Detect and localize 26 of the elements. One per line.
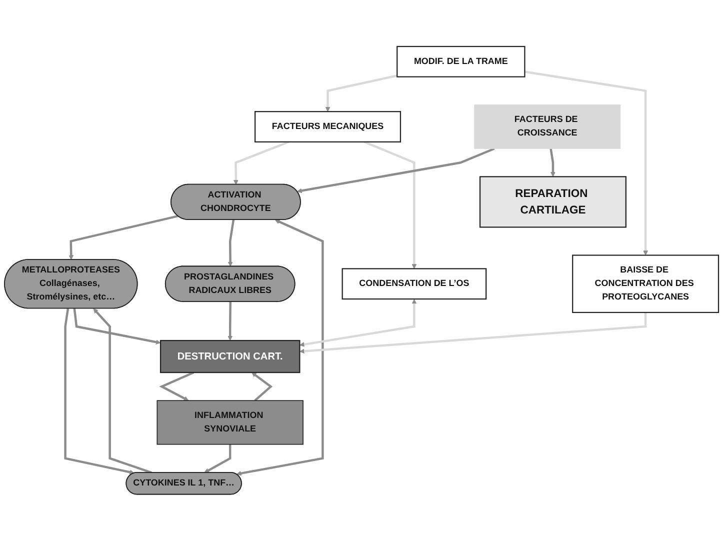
arrow <box>364 140 417 269</box>
arrow <box>299 298 417 346</box>
node-box: REPARATION CARTILAGE <box>479 176 626 228</box>
arrow <box>93 308 152 474</box>
node-box: FACTEURS MECANIQUES <box>254 110 402 142</box>
arrow <box>204 444 232 472</box>
arrow <box>64 308 135 474</box>
arrow <box>236 219 324 476</box>
arrow <box>550 148 556 176</box>
arrow <box>296 147 495 193</box>
arrow <box>68 214 178 260</box>
node-box: INFLAMMATION SYNOVIALE <box>156 400 304 444</box>
node-box: FACTEURS DE CROISSANCE <box>474 104 621 148</box>
arrow <box>73 308 161 344</box>
arrow <box>159 371 194 400</box>
node-box: DESTRUCTION CART. <box>160 340 300 373</box>
node-box: MODIF. DE LA TRAME <box>396 46 526 77</box>
arrow <box>299 312 647 354</box>
node-box: CONDENSATION DE L’OS <box>342 268 487 300</box>
arrow <box>325 74 398 112</box>
arrow <box>228 301 233 340</box>
arrow <box>524 70 648 256</box>
node-box: BAISSE DE CONCENTRATION DES PROTEOGLYCANES <box>572 254 720 313</box>
arrow <box>228 219 235 266</box>
arrow <box>252 372 273 402</box>
arrow <box>233 140 290 184</box>
